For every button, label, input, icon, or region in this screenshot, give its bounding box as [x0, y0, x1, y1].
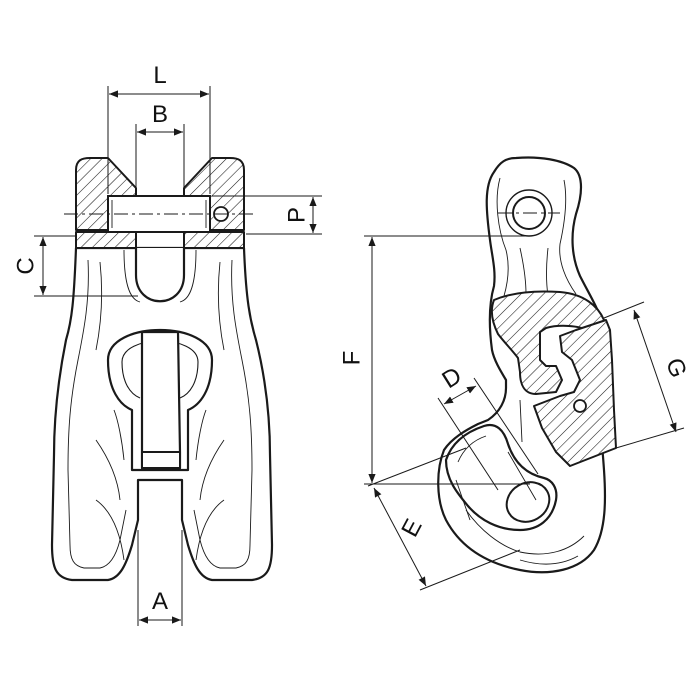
front-view-slot-fillet — [123, 249, 197, 303]
front-view-upper-slot — [134, 248, 186, 303]
side-view — [437, 156, 617, 574]
dim-A-label: A — [152, 588, 168, 615]
dim-D-ext-left — [437, 397, 499, 491]
front-view-contour-inner-left — [95, 261, 121, 501]
front-view-contour-left — [67, 259, 127, 569]
side-view-load-pin — [505, 481, 551, 523]
side-view-hatched-section — [490, 290, 605, 395]
side-view-latch — [533, 319, 617, 467]
dim-D-label: D — [437, 362, 466, 394]
front-view-contour-lower — [95, 499, 225, 561]
front-view-dimensions: L B P C A — [13, 62, 322, 626]
front-view — [50, 157, 274, 582]
dim-G-label: G — [660, 355, 692, 382]
dim-G-line — [633, 309, 677, 433]
dim-F-label: F — [339, 351, 366, 366]
front-view-center-plate — [140, 330, 182, 470]
dim-D-ext-right — [473, 377, 539, 475]
dim-E-line — [373, 487, 427, 587]
front-view-ring-inner — [121, 340, 199, 399]
dim-E-ext-bottom — [419, 549, 521, 591]
side-view-contour-6 — [507, 399, 537, 501]
dim-B-label: B — [152, 101, 168, 128]
front-view-band-left — [75, 231, 137, 249]
dim-P-label: P — [284, 207, 311, 223]
dim-G-ext-bottom — [615, 427, 685, 449]
side-view-contour-2 — [559, 179, 577, 295]
front-view-contour-inner-right — [199, 261, 225, 501]
dim-E-label: E — [396, 515, 427, 542]
side-view-contour-5 — [455, 479, 579, 565]
dim-L-label: L — [153, 62, 166, 89]
front-view-plate-foot — [141, 451, 181, 469]
side-view-latch-pin — [573, 399, 587, 413]
front-view-contour-right — [193, 259, 253, 569]
dim-D-line — [443, 385, 477, 405]
dim-C-label: C — [13, 257, 40, 274]
front-view-band-right — [183, 231, 245, 249]
front-view-ring-shadow — [113, 409, 207, 461]
dim-G-ext-top — [603, 301, 645, 319]
dim-E-ext-top — [367, 447, 467, 487]
side-view-contour-4 — [457, 435, 585, 555]
side-view-contour-1 — [496, 177, 509, 297]
